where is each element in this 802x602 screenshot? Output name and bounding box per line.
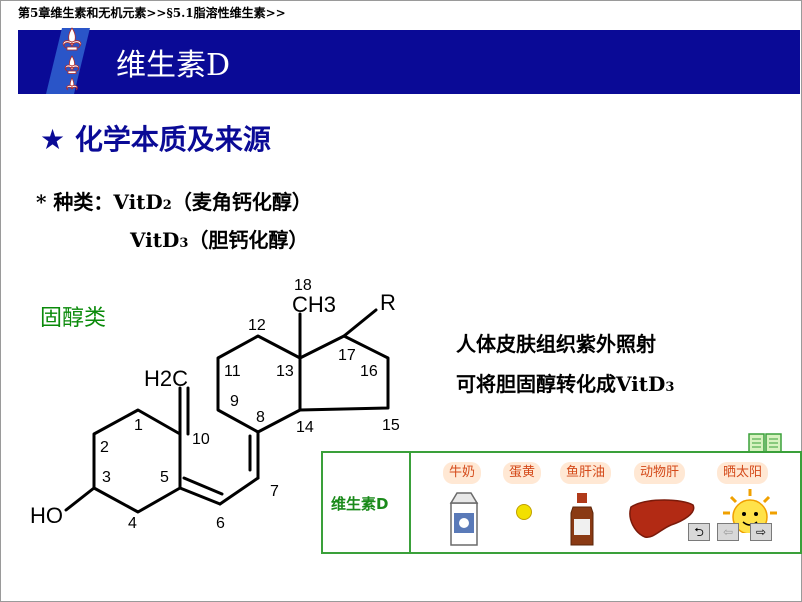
note-line2-prefix: 可将胆固醇转化成VitD bbox=[456, 372, 666, 396]
group-ch3: CH3 bbox=[292, 292, 336, 317]
title-bar bbox=[18, 30, 800, 94]
atom-15: 15 bbox=[382, 417, 400, 434]
section-heading: ★ 化学本质及来源 bbox=[40, 123, 271, 156]
vitamin-d-sources-panel: 维生素D 牛奶 蛋黄 鱼肝油 动物肝 晒太阳 bbox=[321, 451, 802, 554]
atom-8: 8 bbox=[256, 409, 265, 426]
atom-1: 1 bbox=[134, 417, 143, 434]
group-r: R bbox=[380, 290, 396, 315]
source-label-fish-oil: 鱼肝油 bbox=[560, 462, 612, 484]
types-line2-subscript: 3 bbox=[179, 236, 189, 251]
vitamin-types-line-1: * 种类：VitD2（麦角钙化醇） bbox=[36, 186, 312, 215]
note-line2-subscript: 3 bbox=[665, 380, 675, 395]
fish-oil-bottle-icon bbox=[570, 493, 594, 546]
atom-18: 18 bbox=[294, 277, 312, 294]
atom-10: 10 bbox=[192, 431, 210, 448]
atom-9: 9 bbox=[230, 393, 239, 410]
atom-3: 3 bbox=[102, 469, 111, 486]
milk-carton-icon bbox=[449, 492, 479, 546]
fleur-de-lis-logo-icon bbox=[46, 27, 90, 94]
next-slide-button[interactable]: ⇨ bbox=[750, 523, 772, 541]
atom-16: 16 bbox=[360, 363, 378, 380]
egg-yolk-icon bbox=[516, 504, 532, 520]
atom-14: 14 bbox=[296, 419, 314, 436]
breadcrumb: 第5章维生素和无机元素>>§5.1脂溶性维生素>> bbox=[18, 6, 286, 20]
atom-6: 6 bbox=[216, 515, 225, 532]
atom-17: 17 bbox=[338, 347, 356, 364]
group-ho: HO bbox=[30, 503, 63, 528]
group-h2c: H2C bbox=[144, 366, 188, 391]
atom-12: 12 bbox=[248, 317, 266, 334]
atom-4: 4 bbox=[128, 515, 137, 532]
source-label-animal-liver: 动物肝 bbox=[634, 462, 686, 484]
note-line-1: 人体皮肤组织紫外照射 bbox=[456, 332, 656, 356]
types-line1-prefix: * 种类：VitD bbox=[36, 190, 163, 214]
atom-13: 13 bbox=[276, 363, 294, 380]
atom-2: 2 bbox=[100, 439, 109, 456]
source-label-milk: 牛奶 bbox=[443, 462, 482, 484]
atom-7: 7 bbox=[270, 483, 279, 500]
types-line2-suffix: （胆钙化醇） bbox=[188, 228, 309, 252]
vitamin-types-line-2: VitD3（胆钙化醇） bbox=[130, 224, 308, 253]
source-label-sunbathing: 晒太阳 bbox=[717, 462, 769, 484]
sun-icon bbox=[723, 489, 777, 533]
animal-liver-icon bbox=[629, 499, 695, 538]
source-label-egg-yolk: 蛋黄 bbox=[503, 462, 542, 484]
types-line2-prefix: VitD bbox=[130, 228, 180, 252]
types-line1-suffix: （麦角钙化醇） bbox=[171, 190, 312, 214]
return-button[interactable]: ⮌ bbox=[688, 523, 710, 541]
sterol-label: 固醇类 bbox=[40, 306, 107, 331]
previous-slide-button[interactable]: ⇦ bbox=[717, 523, 739, 541]
atom-5: 5 bbox=[160, 469, 169, 486]
atom-11: 11 bbox=[224, 363, 241, 380]
types-line1-subscript: 2 bbox=[162, 198, 172, 213]
panel-label: 维生素D bbox=[331, 495, 389, 513]
open-book-icon[interactable] bbox=[748, 430, 782, 456]
vitamin-d-structure-diagram: HO H2C CH3 R 1 2 3 4 5 6 7 8 9 10 11 12 … bbox=[30, 277, 400, 532]
page-title: 维生素D bbox=[116, 48, 231, 83]
panel-label-cell: 维生素D bbox=[323, 453, 411, 552]
note-line-2: 可将胆固醇转化成VitD3 bbox=[456, 368, 674, 397]
